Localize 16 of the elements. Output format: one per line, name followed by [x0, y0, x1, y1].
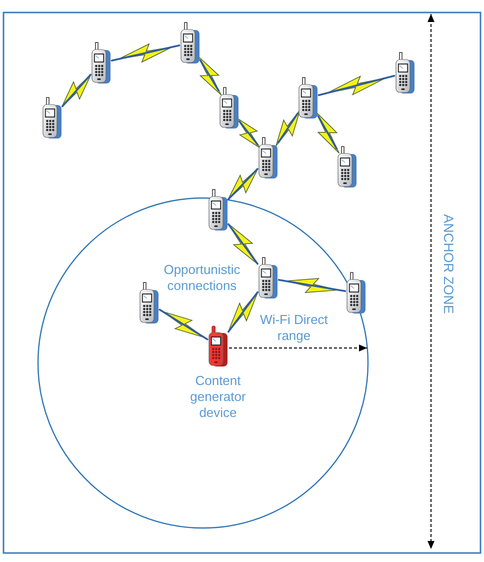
- range-label: Wi-Fi Direct range: [259, 312, 329, 344]
- mobile-phone-icon: [346, 272, 366, 314]
- mobile-phone-icon: [91, 42, 111, 84]
- mobile-phone-icon: [219, 87, 239, 129]
- mobile-phone-icon: [395, 52, 415, 94]
- annotation-label: Opportunistic connections: [164, 262, 240, 294]
- mobile-phone-icon: [180, 22, 200, 64]
- mobile-phone-icon: [298, 77, 318, 119]
- device-caption: Content generator device: [189, 373, 247, 421]
- mobile-phone-icon: [258, 137, 278, 179]
- mobile-phone-icon: [258, 257, 278, 299]
- mobile-phone-icon: [208, 189, 228, 231]
- mobile-phone-icon: [337, 146, 357, 188]
- zone-label: ANCHOR ZONE: [440, 214, 456, 314]
- mobile-phone-icon: [42, 97, 62, 139]
- mobile-phone-icon: [139, 282, 159, 324]
